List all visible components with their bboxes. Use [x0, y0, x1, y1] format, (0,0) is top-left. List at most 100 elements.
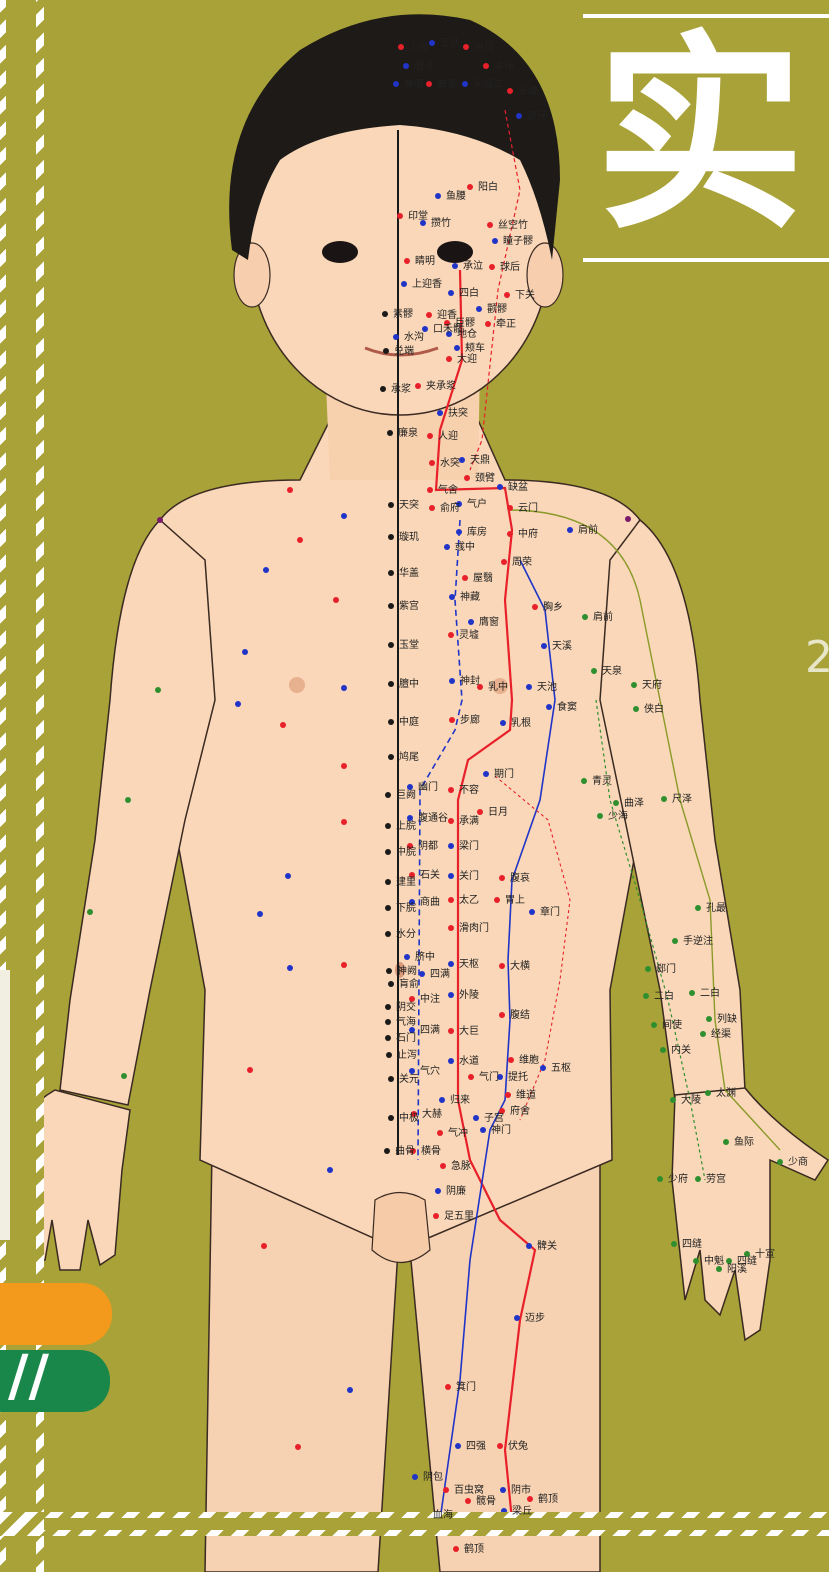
- acupoint-dot: [448, 787, 454, 793]
- acupoint-dot: [388, 570, 394, 576]
- acupoint-label: 攒竹: [431, 218, 451, 229]
- acupoint-dot: [693, 1258, 699, 1264]
- acupoint-dot: [492, 238, 498, 244]
- acupoint-dot: [672, 938, 678, 944]
- acupoint-dot: [385, 849, 391, 855]
- acupoint-label: 四缝: [682, 1239, 702, 1250]
- acupoint-dot: [661, 796, 667, 802]
- left-nipple: [289, 677, 305, 693]
- acupoint-dot: [504, 292, 510, 298]
- acupoint-dot: [631, 682, 637, 688]
- acupoint-label: 尺泽: [672, 794, 692, 805]
- orange-tab[interactable]: [0, 1283, 112, 1345]
- acupoint-label: 五处: [440, 38, 460, 49]
- acupoint-label: 缺盆: [508, 482, 528, 493]
- acupoint-label: 期门: [494, 769, 514, 780]
- acupoint-label: 滑肉门: [459, 923, 489, 934]
- acupoint-label: 神门: [491, 1125, 511, 1136]
- acupoint-label: 胃上: [505, 895, 525, 906]
- acupoint-dot: [155, 687, 161, 693]
- acupoint-dot: [297, 537, 303, 543]
- acupoint-dot: [388, 754, 394, 760]
- acupoint-label: 库房: [467, 527, 487, 538]
- acupoint-label: 中脘: [396, 847, 416, 858]
- green-tab[interactable]: //: [0, 1350, 110, 1412]
- acupoint-label: 少海: [608, 811, 628, 822]
- acupoint-dot: [341, 763, 347, 769]
- acupoint-dot: [446, 356, 452, 362]
- acupoint-dot: [706, 1016, 712, 1022]
- acupoint-label: 膻中: [399, 679, 419, 690]
- acupoint-dot: [671, 1241, 677, 1247]
- acupoint-label: 承浆: [391, 384, 411, 395]
- acupoint-label: 太渊: [716, 1088, 736, 1099]
- acupoint-dot: [453, 1546, 459, 1552]
- acupoint-dot: [448, 961, 454, 967]
- acupoint-label: 扶突: [448, 408, 468, 419]
- acupoint-dot: [439, 1097, 445, 1103]
- acupoint-dot: [387, 430, 393, 436]
- acupoint-dot: [546, 704, 552, 710]
- acupoint-dot: [285, 873, 291, 879]
- acupoint-label: 伏兔: [508, 1441, 528, 1452]
- acupoint-dot: [385, 1004, 391, 1010]
- acupoint-dot: [388, 1076, 394, 1082]
- acupoint-label: 上迎香: [412, 279, 442, 290]
- acupoint-dot: [507, 531, 513, 537]
- acupoint-label: 梁门: [459, 841, 479, 852]
- acupoint-label: 天突: [399, 500, 419, 511]
- acupoint-dot: [505, 1092, 511, 1098]
- acupoint-dot: [582, 614, 588, 620]
- acupoint-label: 云门: [518, 503, 538, 514]
- acupoint-label: 曲骨: [395, 1146, 415, 1157]
- acupoint-label: 气冲: [448, 1128, 468, 1139]
- acupoint-label: 胸乡: [543, 602, 563, 613]
- acupoint-label: 阴廉: [446, 1186, 466, 1197]
- acupoint-label: 四强: [466, 1441, 486, 1452]
- acupoint-label: 阳溪: [727, 1264, 747, 1275]
- acupoint-label: 地仓: [457, 329, 477, 340]
- acupoint-label: 牵正: [496, 319, 516, 330]
- acupoint-label: 紫宫: [399, 601, 419, 612]
- acupoint-dot: [597, 813, 603, 819]
- acupoint-dot: [448, 818, 454, 824]
- acupoint-dot: [385, 792, 391, 798]
- acupoint-dot: [455, 1443, 461, 1449]
- acupoint-dot: [327, 1167, 333, 1173]
- acupoint-dot: [385, 879, 391, 885]
- acupoint-label: 阴包: [423, 1472, 443, 1483]
- acupoint-label: 巨阙: [396, 790, 416, 801]
- acupoint-label: 四满: [420, 1025, 440, 1036]
- acupoint-dot: [529, 909, 535, 915]
- acupoint-label: 横骨: [421, 1146, 441, 1157]
- acupoint-label: 维道: [516, 1090, 536, 1101]
- acupoint-dot: [689, 990, 695, 996]
- acupoint-label: 上脘: [396, 821, 416, 832]
- acupoint-label: 神庭: [404, 79, 424, 90]
- acupoint-label: 水分: [396, 929, 416, 940]
- acupoint-dot: [427, 487, 433, 493]
- acupoint-label: 气舍: [438, 485, 458, 496]
- acupoint-dot: [449, 678, 455, 684]
- acupoint-label: 承满: [459, 816, 479, 827]
- acupoint-dot: [462, 81, 468, 87]
- acupoint-dot: [435, 1188, 441, 1194]
- acupoint-label: 百虫窝: [454, 1485, 484, 1496]
- acupoint-label: 鹤顶: [538, 1494, 558, 1505]
- acupoint-dot: [385, 823, 391, 829]
- acupoint-dot: [497, 484, 503, 490]
- acupoint-dot: [157, 517, 163, 523]
- acupoint-dot: [125, 797, 131, 803]
- acupoint-label: 气海: [396, 1017, 416, 1028]
- acupoint-dot: [567, 527, 573, 533]
- acupoint-label: 脐中: [415, 952, 435, 963]
- acupoint-label: 石关: [420, 870, 440, 881]
- acupoint-dot: [448, 632, 454, 638]
- acupoint-dot: [443, 1487, 449, 1493]
- acupoint-label: 屋翳: [473, 573, 493, 584]
- acupoint-label: 膺窗: [479, 617, 499, 628]
- acupoint-dot: [777, 1159, 783, 1165]
- acupoint-dot: [452, 263, 458, 269]
- acupoint-label: 太乙: [459, 895, 479, 906]
- acupoint-dot: [465, 1498, 471, 1504]
